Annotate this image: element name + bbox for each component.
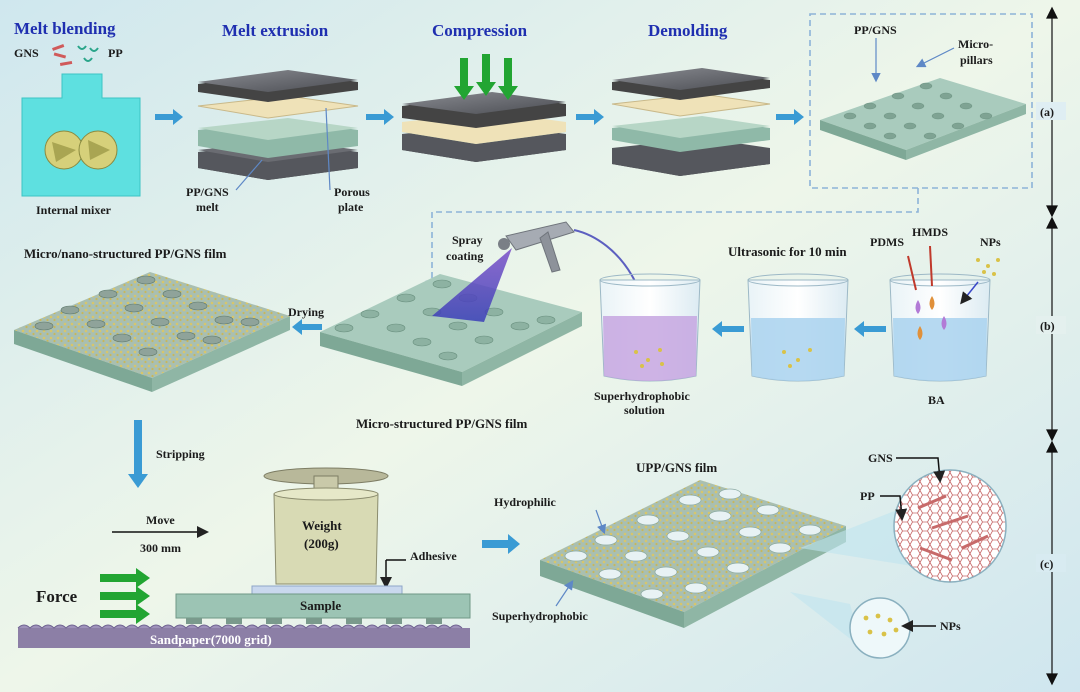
spray-gun-icon: [498, 221, 575, 273]
demolding-stack: [611, 68, 771, 176]
upp-film-label: UPP/GNS film: [636, 460, 717, 475]
hmds-label: HMDS: [912, 225, 948, 239]
connector-a-to-b: [425, 188, 919, 294]
ultrasonic-label: Ultrasonic for 10 min: [728, 244, 847, 259]
beaker-ba: PDMS HMDS NPs BA: [870, 225, 1001, 407]
weight-label-1: Weight: [302, 518, 342, 533]
ppgns-melt-label-1: PP/GNS: [186, 185, 229, 199]
process-arrows-b: [712, 321, 886, 337]
micropillars-label-2: pillars: [960, 53, 993, 67]
sh-solution-label-1: Superhydrophobic: [594, 389, 690, 403]
compression-force-arrows-icon: [454, 54, 518, 100]
heading-demolding: Demolding: [648, 21, 728, 40]
drying-label: Drying: [288, 305, 324, 319]
sample-slab: [175, 593, 471, 619]
panel-label-a: (a): [1040, 105, 1054, 119]
micro-nano-film-label: Micro/nano-structured PP/GNS film: [24, 246, 227, 261]
internal-mixer: GNS PP Internal mixer: [14, 44, 141, 217]
beaker-superhydrophobic-solution: Superhydrophobic solution: [594, 273, 701, 417]
pdms-label: PDMS: [870, 235, 904, 249]
stripping-label: Stripping: [156, 447, 205, 461]
drying-arrow: [292, 319, 322, 335]
nps-particles-icon: [863, 613, 899, 637]
micro-structured-film-label: Micro-structured PP/GNS film: [356, 416, 528, 431]
ppgns-label: PP/GNS: [854, 23, 897, 37]
internal-mixer-label: Internal mixer: [36, 203, 112, 217]
micropillar-film: PP/GNS Micro- pillars: [820, 23, 1026, 160]
upp-gns-film: [540, 480, 846, 628]
force-arrows-icon: [100, 568, 150, 624]
micropillar-frame: [809, 13, 1033, 189]
panel-label-c: (c): [1040, 557, 1053, 571]
gns-sheets-icon: [917, 494, 989, 562]
zoom-beam-lower: [790, 592, 862, 648]
process-arrow-c: [482, 534, 520, 554]
pp-label-c: PP: [860, 489, 875, 503]
sandpaper: Sandpaper(7000 grid): [17, 624, 470, 648]
distance-label: 300 mm: [140, 541, 181, 555]
beaker-ultrasonic: [747, 273, 849, 382]
spray-coating-label-2: coating: [446, 249, 483, 263]
sandpaper-label: Sandpaper(7000 grid): [150, 632, 272, 647]
gns-flakes-icon: [52, 44, 73, 67]
porous-plate-label-2: plate: [338, 200, 364, 214]
heading-compression: Compression: [432, 21, 528, 40]
hydrophilic-label: Hydrophilic: [494, 495, 556, 509]
pp-pellets-icon: [77, 45, 99, 62]
gns-label: GNS: [14, 46, 39, 60]
micro-structured-film: Spray coating: [320, 221, 647, 386]
weight-label-2: (200g): [304, 536, 339, 551]
process-arrows-a: [155, 109, 804, 125]
nps-zoom-circle: [849, 597, 911, 659]
micro-nano-film: [14, 272, 290, 392]
superhydrophobic-label: Superhydrophobic: [492, 609, 588, 623]
micropillars-label-1: Micro-: [958, 37, 993, 51]
zoom-beam-upper: [800, 508, 912, 566]
move-label: Move: [146, 513, 175, 527]
weight-block: Weight (200g): [263, 467, 389, 585]
spray-cone: [432, 248, 512, 322]
droplets-icon: [915, 296, 947, 340]
sample-label: Sample: [300, 598, 341, 613]
gns-pp-zoom-circle: [893, 469, 1007, 583]
sh-solution-label-2: solution: [624, 403, 665, 417]
panel-label-b: (b): [1040, 319, 1055, 333]
adhesive-layer: [251, 585, 403, 595]
adhesive-label: Adhesive: [410, 549, 457, 563]
compression-stack: [402, 54, 566, 162]
stripping-arrow: [128, 420, 148, 488]
ba-label: BA: [928, 393, 945, 407]
nps-label-b: NPs: [980, 235, 1001, 249]
nps-label-c: NPs: [940, 619, 961, 633]
mixer-body: [21, 73, 141, 197]
heading-melt-extrusion: Melt extrusion: [222, 21, 329, 40]
melt-extrusion-stack: PP/GNS melt Porous plate: [186, 70, 370, 214]
spray-coating-label-1: Spray: [452, 233, 483, 247]
ppgns-melt-label-2: melt: [196, 200, 219, 214]
porous-plate-label-1: Porous: [334, 185, 370, 199]
heading-melt-blending: Melt blending: [14, 19, 116, 38]
gns-label-c: GNS: [868, 451, 893, 465]
sample-pillars: [186, 618, 442, 624]
pp-label: PP: [108, 46, 123, 60]
force-label: Force: [36, 587, 78, 606]
